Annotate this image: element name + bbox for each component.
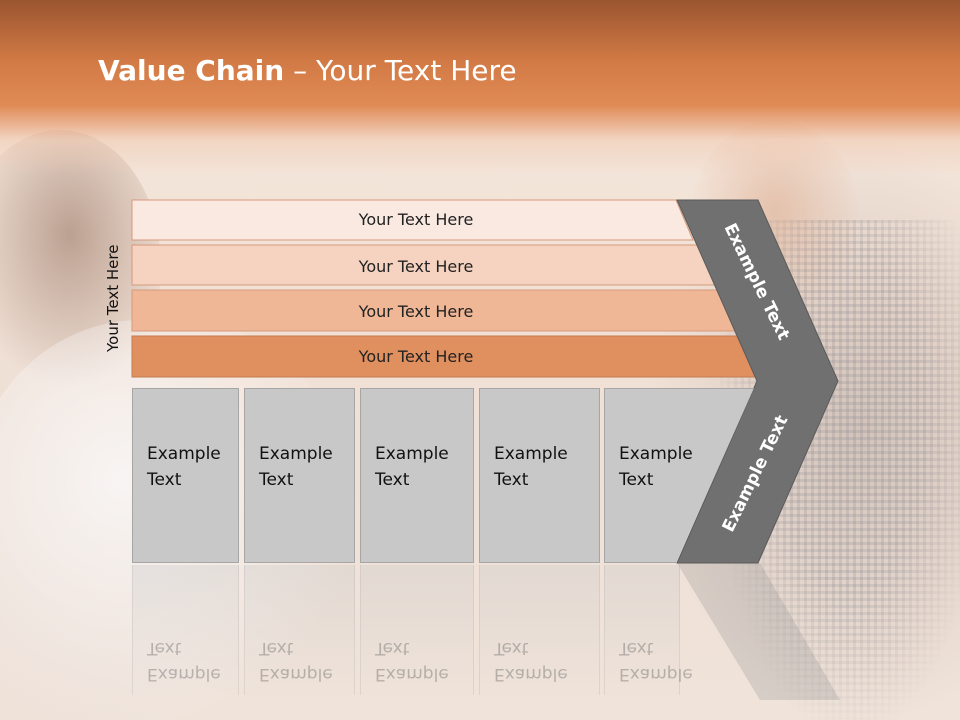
support-bar-1	[131, 199, 694, 241]
primary-box-3: Example Text	[360, 388, 474, 563]
primary-box-2: Example Text	[244, 388, 355, 563]
reflection-2-text: Example Text	[259, 638, 333, 684]
primary-box-3-label: Example Text	[375, 444, 449, 490]
primary-box-4-label: Example Text	[494, 444, 568, 490]
chevron-reflection	[677, 563, 840, 700]
title-rest: – Your Text Here	[284, 54, 517, 87]
reflection-1-text: Example Text	[147, 638, 221, 684]
primary-box-3-reflection: Example Text	[360, 565, 474, 695]
primary-box-2-reflection: Example Text	[244, 565, 355, 695]
reflection-4-text: Example Text	[494, 638, 568, 684]
primary-box-5-reflection: Example Text	[604, 565, 693, 695]
bar-2-label: Your Text Here	[358, 257, 474, 276]
primary-box-1-reflection: Example Text	[132, 565, 239, 695]
slide-title: Value Chain – Your Text Here	[98, 54, 517, 87]
bar-4-label: Your Text Here	[358, 347, 474, 366]
reflection-5-text: Example Text	[619, 638, 693, 684]
bar-1-label: Your Text Here	[358, 210, 474, 229]
title-bold: Value Chain	[98, 54, 285, 87]
value-chevron	[676, 199, 839, 564]
primary-box-4-reflection: Example Text	[479, 565, 600, 695]
primary-box-2-label: Example Text	[259, 444, 333, 490]
primary-box-1-label: Example Text	[147, 444, 221, 490]
reflection-3-text: Example Text	[375, 638, 449, 684]
primary-box-4: Example Text	[479, 388, 600, 563]
bar-3-label: Your Text Here	[358, 302, 474, 321]
header-band	[0, 0, 960, 175]
primary-box-5-label: Example Text	[619, 444, 693, 490]
primary-box-1: Example Text	[132, 388, 239, 563]
